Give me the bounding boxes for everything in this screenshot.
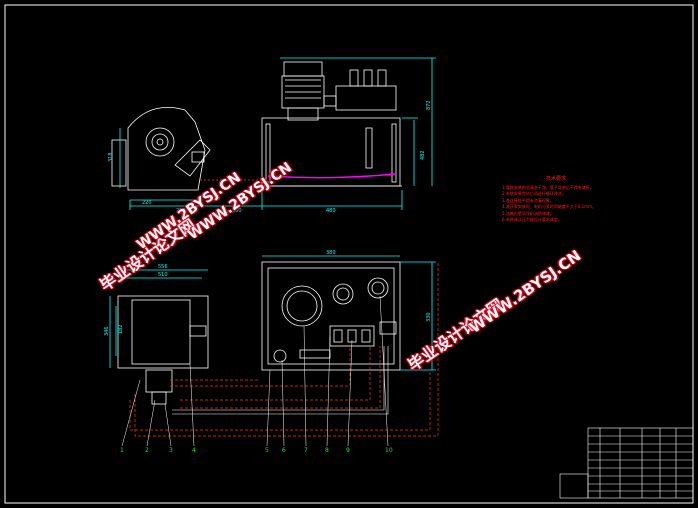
balloon-5: 5 xyxy=(265,447,269,454)
leader-5 xyxy=(266,369,271,447)
balloon-10: 10 xyxy=(385,447,393,454)
drain-plug xyxy=(273,349,287,363)
pipe-6 xyxy=(134,262,439,437)
leader-lines xyxy=(121,295,389,447)
pipelines-top xyxy=(129,262,439,437)
dim-text-556: 556 xyxy=(158,264,168,270)
leader-8 xyxy=(326,335,331,447)
leader-4 xyxy=(189,363,195,447)
level-gauge xyxy=(365,127,373,169)
tech-note-line: 5.油箱内壁须涂耐油防锈漆。 xyxy=(502,210,554,216)
pipe-4 xyxy=(180,346,381,409)
leader-3 xyxy=(164,403,172,447)
drum-top xyxy=(131,299,191,365)
pipe-solid-1 xyxy=(172,346,385,411)
valve-manifold xyxy=(335,85,397,111)
pipe-solid-2 xyxy=(172,346,389,415)
leader-10 xyxy=(379,295,389,447)
leader-2 xyxy=(146,399,156,447)
valve-stack-1 xyxy=(349,69,359,87)
balloon-4: 4 xyxy=(192,447,196,454)
leader-7 xyxy=(303,325,307,447)
balloon-labels: 1 2 3 4 5 6 7 8 9 10 xyxy=(120,447,393,454)
title-block-extension xyxy=(559,473,589,499)
valve-top-3 xyxy=(361,329,371,343)
dim-text-380: 380 xyxy=(326,250,336,256)
gearbox-output xyxy=(151,391,167,405)
drum-hub xyxy=(156,138,164,146)
filter-outer xyxy=(367,277,389,299)
bracket-block xyxy=(191,151,205,163)
dimension-labels: 318 220 220 360 480 482 872 556 510 346 … xyxy=(104,100,432,336)
drum-base-plate xyxy=(111,139,127,187)
tank-cover-inner xyxy=(286,290,318,322)
filter-inner xyxy=(371,281,385,295)
dim-text-330: 330 xyxy=(426,312,432,322)
oil-tank-top xyxy=(261,261,401,371)
pump-top xyxy=(379,321,397,335)
title-block-frame xyxy=(587,427,694,499)
valve-top-1 xyxy=(333,329,343,343)
drum-housing xyxy=(127,107,206,191)
breather-outer xyxy=(332,283,354,305)
pipe-2 xyxy=(170,346,351,387)
tech-note-line: 4.液压泵安装时，电机与泵的同轴度不大于0.1mm。 xyxy=(502,204,596,209)
dim-text-220b: 220 xyxy=(176,208,186,214)
tank-wall-left xyxy=(265,123,271,183)
balloon-8: 8 xyxy=(325,447,329,454)
drum-inner-circle xyxy=(151,133,169,151)
pipelines-solid xyxy=(172,346,389,415)
leader-9 xyxy=(347,339,353,447)
tank-wall-right xyxy=(391,123,397,183)
tech-note-line: 6.系统调试压力按设计要求调定。 xyxy=(502,217,562,222)
tech-note-line: 3.各连接处不得有渗漏现象。 xyxy=(502,197,554,203)
oil-level-line xyxy=(267,173,396,179)
balloon-6: 6 xyxy=(282,447,286,454)
tech-note-line: 2.系统安装完毕后须进行循环冲洗。 xyxy=(502,191,566,196)
front-view xyxy=(111,57,436,210)
drum-outer-circle xyxy=(145,127,175,157)
balloon-7: 7 xyxy=(304,447,308,454)
pump-coupling xyxy=(323,95,337,107)
dim-text-220a: 220 xyxy=(142,200,152,206)
balloon-9: 9 xyxy=(346,447,350,454)
tech-notes-title: 技术要求 xyxy=(545,176,566,182)
pipe-5 xyxy=(129,370,431,431)
leader-6 xyxy=(281,359,285,447)
dim-text-182: 182 xyxy=(118,324,124,334)
balloon-2: 2 xyxy=(145,447,149,454)
top-view xyxy=(109,255,436,405)
leader-1 xyxy=(121,379,141,447)
breather-inner xyxy=(336,287,350,301)
pipe-3 xyxy=(180,346,371,401)
tech-note-line: 1.管路安装前须清洗干净，管子弯曲后不得有皱折。 xyxy=(502,184,594,190)
dim-text-510: 510 xyxy=(158,272,168,278)
bracket-arm xyxy=(174,139,211,177)
title-block xyxy=(559,427,694,499)
winch-gearbox xyxy=(145,369,173,393)
dim-text-346: 346 xyxy=(104,326,110,336)
winch-frame-top xyxy=(117,295,209,369)
dim-text-872: 872 xyxy=(426,100,432,110)
dim-text-360: 360 xyxy=(232,208,242,214)
valve-stack-3 xyxy=(377,69,387,87)
motor-flange xyxy=(287,107,319,121)
motor-fan-cover xyxy=(283,61,323,77)
dim-text-482: 482 xyxy=(420,150,426,160)
valve-stack-2 xyxy=(363,69,373,87)
tank-cover-outer xyxy=(281,285,323,327)
dim-text-318: 318 xyxy=(108,152,114,162)
technical-requirements: 技术要求 1.管路安装前须清洗干净，管子弯曲后不得有皱折。 2.系统安装完毕后须… xyxy=(502,176,610,224)
balloon-3: 3 xyxy=(169,447,173,454)
drawing-border xyxy=(4,4,694,504)
drum-bearing xyxy=(189,325,207,337)
suction-pipe-top xyxy=(299,349,331,359)
dim-text-480: 480 xyxy=(326,208,336,214)
tank-inner-top xyxy=(267,267,395,365)
balloon-1: 1 xyxy=(120,447,124,454)
